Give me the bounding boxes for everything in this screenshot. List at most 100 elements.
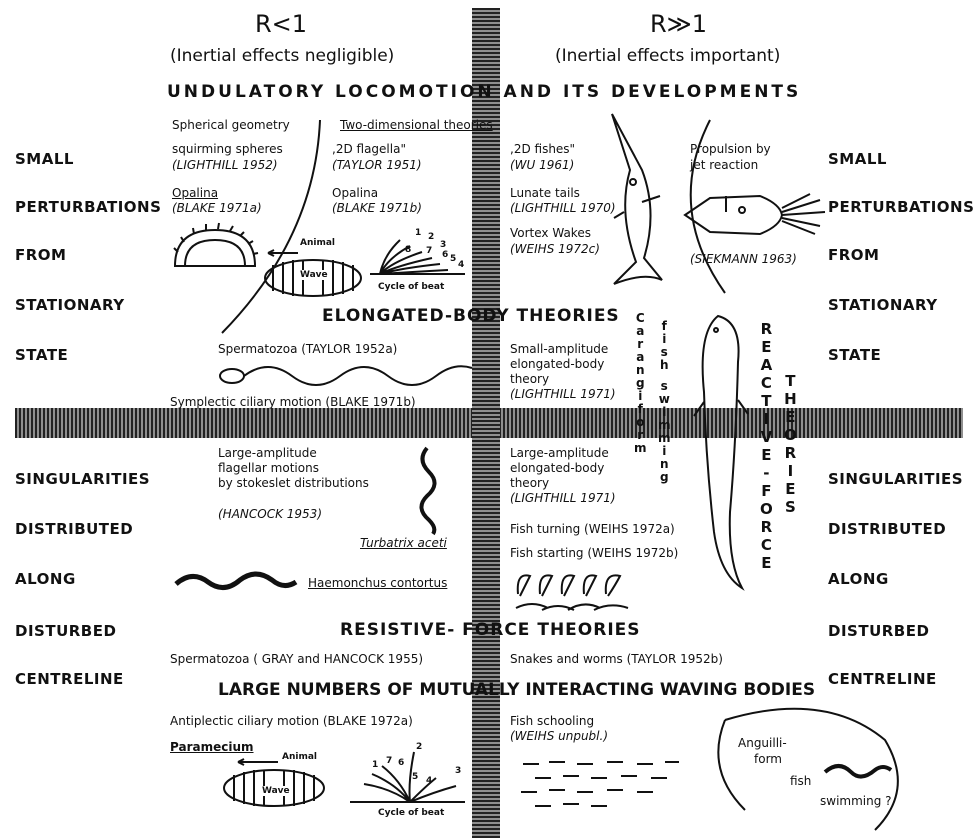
note-fish-starting: Fish starting (WEIHS 1972b) [510, 546, 679, 560]
beat-num-bottom-7: 2 [416, 742, 423, 752]
opalina-ciliated-sketch [173, 222, 259, 267]
note-siekmann: (SIEKMANN 1963) [690, 252, 797, 266]
spermatozoon-sketch [219, 365, 473, 386]
turbatrix-sketch [419, 446, 437, 536]
label-cycle-bottom: Cycle of beat [378, 808, 445, 818]
label-animal-bottom: Animal [282, 752, 317, 762]
note-large-flag-3: by stokeslet distributions [218, 476, 369, 490]
band-undulatory: UNDULATORY LOCOMOTION AND ITS DEVELOPMEN… [167, 82, 802, 102]
fish-starting-sketch [515, 574, 629, 611]
note-spherical: Spherical geometry [172, 118, 290, 132]
label-wave-top: Wave [300, 270, 328, 280]
right-regime-label: R≫1 [650, 10, 708, 38]
side-left-8: ALONG [15, 570, 76, 588]
note-antiplectic: Antiplectic ciliary motion (BLAKE 1972a) [170, 714, 413, 728]
beat-num-top-1: 1 [415, 228, 422, 238]
side-left-2: PERTURBATIONS [15, 198, 162, 216]
side-left-4: STATIONARY [15, 296, 125, 314]
note-haemonchus: Haemonchus contortus [308, 576, 448, 590]
beat-num-bottom-4: 5 [412, 772, 419, 782]
cilia-beat-cycle-bottom [350, 751, 465, 803]
note-fishes-2d: ,2D fishes" [510, 142, 576, 156]
note-large-amp-2: elongated-body [510, 461, 605, 475]
side-right-6: SINGULARITIES [828, 470, 964, 488]
beat-num-top-8: 8 [405, 245, 412, 255]
side-right-7: DISTRIBUTED [828, 520, 947, 538]
note-weihs-1972c: (WEIHS 1972c) [510, 242, 600, 256]
beat-num-bottom-1: 1 [372, 760, 379, 770]
side-right-3: FROM [828, 246, 880, 264]
label-wave-bottom: Wave [262, 786, 290, 796]
note-symplectic: Symplectic ciliary motion (BLAKE 1971b) [170, 395, 416, 409]
side-right-1: SMALL [828, 150, 887, 168]
note-paramecium: Paramecium [170, 740, 254, 754]
note-weihs-unpubl: (WEIHS unpubl.) [510, 729, 609, 743]
note-lighthill-1952: (LIGHTHILL 1952) [172, 158, 278, 172]
band-resistive: RESISTIVE- FORCE THEORIES [340, 620, 641, 640]
note-anguilli-3: fish [790, 774, 812, 788]
side-left-10: CENTRELINE [15, 670, 124, 688]
cilia-beat-cycle-top [370, 239, 465, 275]
side-right-5: STATE [828, 346, 882, 364]
note-spermatozoa-gray: Spermatozoa ( GRAY and HANCOCK 1955) [170, 652, 424, 666]
note-small-amp-3: theory [510, 372, 550, 386]
side-right-4: STATIONARY [828, 296, 938, 314]
note-large-amp-4: (LIGHTHILL 1971) [510, 491, 616, 505]
beat-num-top-7: 7 [426, 246, 433, 256]
note-anguilli-2: form [754, 752, 782, 766]
side-right-9: DISTURBED [828, 622, 930, 640]
note-two-dim: Two-dimensional theories [340, 118, 493, 132]
note-wu-1961: (WU 1961) [510, 158, 575, 172]
side-right-10: CENTRELINE [828, 670, 937, 688]
note-fish-turning: Fish turning (WEIHS 1972a) [510, 522, 675, 536]
note-small-amp-4: (LIGHTHILL 1971) [510, 387, 616, 401]
label-cycle-top: Cycle of beat [378, 282, 445, 292]
beat-num-top-4: 4 [458, 260, 465, 270]
note-flagella-2d: ,2D flagella" [332, 142, 406, 156]
beat-num-bottom-3: 6 [398, 758, 405, 768]
note-jet-reaction: jet reaction [690, 158, 759, 172]
paramecium-sketch [223, 758, 325, 807]
note-spermatozoa-taylor: Spermatozoa (TAYLOR 1952a) [218, 342, 398, 356]
note-lighthill-1970: (LIGHTHILL 1970) [510, 201, 616, 215]
note-blake-1971b: (BLAKE 1971b) [332, 201, 422, 215]
note-taylor-1951: (TAYLOR 1951) [332, 158, 422, 172]
vertical-axis-bar [472, 8, 500, 838]
anguilliform-boundary [717, 707, 899, 831]
long-fish-sketch [693, 314, 749, 591]
note-large-amp-1: Large-amplitude [510, 446, 609, 460]
label-animal-top: Animal [300, 238, 335, 248]
note-large-amp-3: theory [510, 476, 550, 490]
band-interacting: LARGE NUMBERS OF MUTUALLY INTERACTING WA… [218, 680, 816, 700]
left-regime-note: (Inertial effects negligible) [170, 46, 395, 66]
left-regime-label: R<1 [255, 10, 308, 38]
fish-school-sketch [521, 761, 679, 807]
note-snakes-worms: Snakes and worms (TAYLOR 1952b) [510, 652, 723, 666]
side-right-8: ALONG [828, 570, 889, 588]
side-right-2: PERTURBATIONS [828, 198, 973, 216]
haemonchus-sketch [174, 571, 298, 590]
note-opalina-a: Opalina [172, 186, 219, 200]
squid-sketch [683, 193, 826, 236]
note-squirming: squirming spheres [172, 142, 283, 156]
beat-num-top-5: 5 [450, 254, 457, 264]
note-hancock-1953: (HANCOCK 1953) [218, 507, 322, 521]
note-anguilli-4: swimming ? [820, 794, 892, 808]
side-left-3: FROM [15, 246, 67, 264]
regime-boundary-curve-right [689, 119, 726, 294]
note-small-amp-1: Small-amplitude [510, 342, 609, 356]
beat-num-top-6: 6 [442, 250, 449, 260]
note-vortex: Vortex Wakes [510, 226, 591, 240]
side-left-9: DISTURBED [15, 622, 117, 640]
note-small-amp-2: elongated-body [510, 357, 605, 371]
note-turbatrix: Turbatrix aceti [360, 536, 447, 550]
side-left-7: DISTRIBUTED [15, 520, 134, 538]
side-left-6: SINGULARITIES [15, 470, 151, 488]
side-left-1: SMALL [15, 150, 74, 168]
note-opalina-b: Opalina [332, 186, 379, 200]
note-blake-1971a: (BLAKE 1971a) [172, 201, 262, 215]
note-large-flag-1: Large-amplitude [218, 446, 317, 460]
note-anguilli-1: Anguilli- [738, 736, 787, 750]
